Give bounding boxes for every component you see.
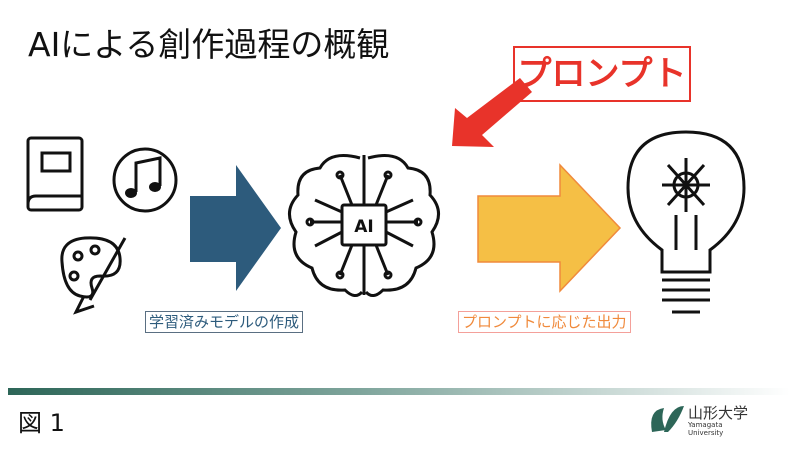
book-icon <box>26 136 84 212</box>
footer-divider <box>8 388 790 395</box>
diagram: AI <box>26 78 746 315</box>
prompt-arrow-icon <box>452 78 532 147</box>
logo-name-jp: 山形大学 <box>688 404 749 422</box>
lightbulb-icon <box>626 130 746 314</box>
logo-name-en: Yamagata University <box>688 421 724 437</box>
figure-label: 図 1 <box>18 409 65 437</box>
ai-chip-label: AI <box>354 217 373 237</box>
university-logo: 山形大学 Yamagata University <box>648 402 758 437</box>
training-arrow-icon <box>190 165 281 291</box>
prompt-label-box: プロンプト <box>513 46 691 102</box>
output-arrow-icon <box>477 163 622 293</box>
training-model-label: 学習済みモデルの作成 <box>145 311 304 333</box>
music-note-icon <box>112 147 178 213</box>
ai-brain-icon <box>288 154 440 297</box>
prompt-output-label: プロンプトに応じた出力 <box>458 311 631 333</box>
palette-icon <box>60 236 127 315</box>
butterfly-logo-icon <box>651 406 684 432</box>
slide-title: AIによる創作過程の概観 <box>28 25 390 64</box>
